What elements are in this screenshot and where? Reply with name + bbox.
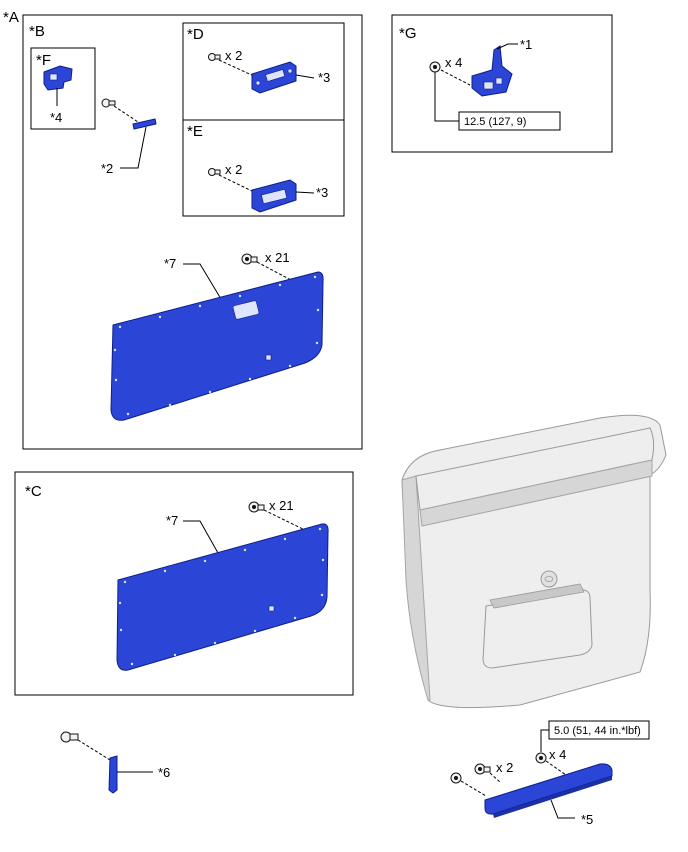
part-7-label-c: *7 <box>166 513 178 528</box>
e-screw-qty: x 2 <box>225 162 242 177</box>
lock-assembly <box>471 45 513 97</box>
part-1-label: *1 <box>520 37 532 52</box>
part-2-label: *2 <box>101 161 113 176</box>
handle-bracket-e <box>251 179 297 213</box>
part-3-label-e: *3 <box>316 185 328 200</box>
view-b-label: *B <box>29 23 45 40</box>
screw-icon <box>474 763 491 775</box>
view-d-label: *D <box>187 26 204 43</box>
handle-bracket <box>251 61 297 94</box>
nut-icon <box>450 772 462 784</box>
screw-icon <box>60 731 79 743</box>
nut-icon <box>429 61 441 73</box>
view-e-frame <box>182 119 345 217</box>
view-a-label: *A <box>3 9 19 26</box>
screw-icon <box>208 168 221 176</box>
emblem-icon <box>540 570 558 588</box>
view-a-frame <box>22 14 363 450</box>
view-c-label: *C <box>25 483 42 500</box>
b-clip-qty: x 21 <box>265 250 290 265</box>
part-3-label-d: *3 <box>318 70 330 85</box>
g-nut-qty: x 4 <box>445 55 462 70</box>
view-g-label: *G <box>399 25 417 42</box>
view-f-frame <box>30 47 96 130</box>
trim-panel-c <box>116 523 329 671</box>
garnish-part <box>484 763 613 818</box>
view-e-label: *E <box>187 123 203 140</box>
garnish-torque-box <box>548 720 650 740</box>
g-torque-box <box>458 111 561 131</box>
back-door-illustration <box>401 414 667 709</box>
part-4-label: *4 <box>50 110 62 125</box>
garnish-screw-qty: x 2 <box>496 760 513 775</box>
clip-icon <box>241 253 258 265</box>
part-5-label: *5 <box>581 812 593 827</box>
view-g-frame <box>391 14 613 153</box>
g-torque-value: 12.5 (127, 9) <box>464 116 526 128</box>
d-screw-qty: x 2 <box>225 48 242 63</box>
c-clip-qty: x 21 <box>269 498 294 513</box>
part-6-label: *6 <box>158 765 170 780</box>
view-c-frame <box>14 471 354 696</box>
panel-c-clip-holes <box>118 527 325 666</box>
garnish-nut-qty: x 4 <box>549 747 566 762</box>
stay-bracket <box>108 755 118 794</box>
part-7-label-b: *7 <box>164 256 176 271</box>
hook-part <box>43 65 73 91</box>
bracket-part <box>132 118 157 130</box>
screw-icon <box>208 53 221 61</box>
garnish-torque-value: 5.0 (51, 44 in.*lbf) <box>554 725 641 737</box>
nut-icon <box>535 752 547 764</box>
screw-icon <box>101 98 116 108</box>
clip-icon <box>248 501 265 513</box>
panel-b-clip-holes <box>113 275 320 416</box>
view-f-label: *F <box>36 52 51 69</box>
trim-panel-b <box>110 271 324 421</box>
